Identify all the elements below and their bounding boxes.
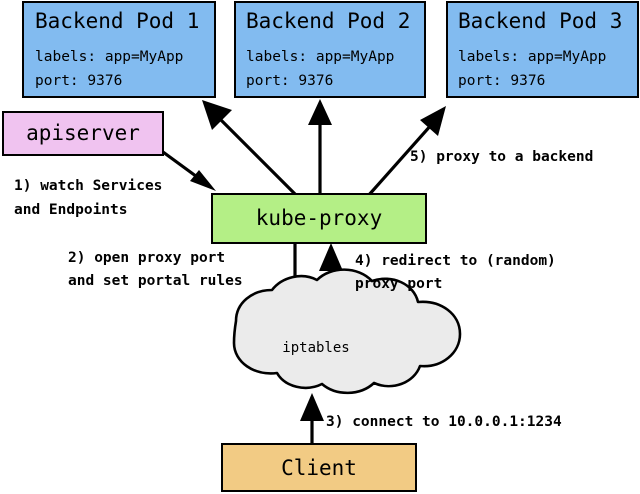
step-5-label: 5) proxy to a backend (410, 149, 593, 165)
backend-pod-2-node: Backend Pod 2 labels: app=MyApp port: 93… (234, 1, 426, 98)
step-4-line-2: proxy port (355, 276, 442, 292)
iptables-node: iptables (232, 268, 462, 395)
backend-pod-1-port: port: 9376 (35, 73, 122, 89)
client-title: Client (281, 456, 357, 480)
step-1-label: 1) watch Services and Endpoints (14, 178, 162, 218)
edge-kubeproxy-to-pod1 (202, 100, 299, 198)
arrow-head (319, 243, 343, 271)
step-2-label: 2) open proxy port and set portal rules (68, 250, 243, 289)
step-1-line-1: 1) watch Services (14, 178, 162, 194)
edge-line (366, 122, 434, 198)
step-5-line-1: 5) proxy to a backend (410, 149, 593, 165)
backend-pod-3-port: port: 9376 (458, 73, 545, 89)
step-3-label: 3) connect to 10.0.0.1:1234 (326, 414, 562, 430)
step-4-line-1: 4) redirect to (random) (355, 253, 556, 269)
backend-pod-1-title: Backend Pod 1 (35, 9, 199, 33)
backend-pod-3-node: Backend Pod 3 labels: app=MyApp port: 93… (446, 1, 639, 98)
backend-pod-2-box (234, 1, 426, 98)
kube-proxy-title: kube-proxy (256, 206, 382, 230)
backend-pod-3-labels: labels: app=MyApp (458, 49, 606, 65)
apiserver-box (2, 111, 164, 156)
client-node: Client (221, 443, 417, 492)
edge-line (211, 110, 299, 198)
backend-pod-2-port: port: 9376 (246, 73, 333, 89)
arrow-head (300, 393, 324, 421)
edge-client-to-iptables (300, 393, 324, 444)
apiserver-title: apiserver (26, 121, 140, 145)
iptables-title: iptables (282, 340, 349, 356)
arrow-head (190, 170, 216, 191)
apiserver-node: apiserver (2, 111, 164, 156)
step-4-label: 4) redirect to (random) proxy port (355, 253, 556, 292)
backend-pod-2-title: Backend Pod 2 (246, 9, 410, 33)
arrow-head (420, 106, 446, 136)
step-2-line-1: 2) open proxy port (68, 250, 225, 266)
edge-kubeproxy-to-pod3 (366, 106, 446, 198)
arrow-head (308, 99, 332, 125)
client-box (221, 443, 417, 492)
backend-pod-2-labels: labels: app=MyApp (246, 49, 394, 65)
backend-pod-3-title: Backend Pod 3 (458, 9, 622, 33)
edge-apiserver-to-kubeproxy (162, 150, 216, 191)
backend-pod-1-labels: labels: app=MyApp (35, 49, 183, 65)
iptables-cloud-shape (232, 268, 462, 395)
edge-kubeproxy-to-pod2 (308, 99, 332, 196)
step-3-line-1: 3) connect to 10.0.0.1:1234 (326, 414, 562, 430)
kube-proxy-box (211, 193, 427, 244)
backend-pod-1-node: Backend Pod 1 labels: app=MyApp port: 93… (22, 1, 216, 98)
backend-pod-1-box (22, 1, 216, 98)
kube-proxy-node: kube-proxy (211, 193, 427, 244)
step-2-line-2: and set portal rules (68, 273, 243, 289)
step-1-line-2: and Endpoints (14, 202, 128, 218)
backend-pod-3-box (446, 1, 639, 98)
arrow-head (202, 100, 232, 130)
